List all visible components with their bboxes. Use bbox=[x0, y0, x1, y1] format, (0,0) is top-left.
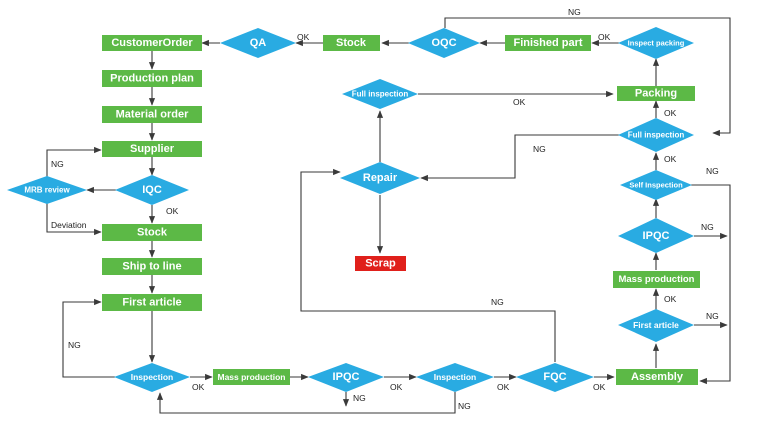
label-ok-full-inspection-right: OK bbox=[664, 108, 677, 118]
ipqc-bottom-label: IPQC bbox=[333, 371, 360, 383]
assembly-box bbox=[616, 369, 698, 385]
supplier-label: Supplier bbox=[130, 143, 175, 155]
inspection-bottom-label: Inspection bbox=[434, 372, 477, 382]
label-ok-self-inspection: OK bbox=[664, 154, 677, 164]
inspect-packing-label: Inspect packing bbox=[628, 39, 685, 48]
label-ng-fqc: NG bbox=[491, 297, 504, 307]
arrow-inspection-ng-return bbox=[156, 392, 456, 414]
iqc-label: IQC bbox=[142, 184, 162, 196]
first-article-left-label: First article bbox=[122, 297, 181, 309]
material-order-box bbox=[102, 106, 202, 123]
label-ok-inspect-packing: OK bbox=[598, 32, 611, 42]
self-inspection-label: Self Inspection bbox=[629, 181, 683, 190]
fqc-diamond bbox=[516, 363, 594, 392]
inspection-left-diamond bbox=[114, 363, 190, 392]
iqc-diamond bbox=[115, 175, 189, 205]
ship-to-line-box bbox=[102, 258, 202, 275]
label-ng-full-inspection: NG bbox=[533, 144, 546, 154]
label-ok-iqc: OK bbox=[166, 206, 179, 216]
customer-order-label: CustomerOrder bbox=[111, 37, 193, 49]
arrow-mrb-deviation-to-stock bbox=[46, 203, 102, 236]
label-ng-mrb: NG bbox=[51, 159, 64, 169]
fqc-label: FQC bbox=[543, 371, 566, 383]
flow-nodes: CustomerOrder QA Stock OQC Finished part… bbox=[7, 27, 700, 392]
label-ok-inspection-bottom: OK bbox=[497, 382, 510, 392]
finished-part-label: Finished part bbox=[513, 37, 582, 49]
first-article-left-box bbox=[102, 294, 202, 311]
label-ng-first-article-right: NG bbox=[706, 311, 719, 321]
full-inspection-right-diamond bbox=[618, 118, 694, 152]
arrow-inspection-ng-loop bbox=[62, 298, 115, 378]
stock-in-label: Stock bbox=[137, 227, 168, 239]
oqc-diamond bbox=[408, 28, 480, 58]
oqc-label: OQC bbox=[431, 37, 456, 49]
ipqc-right-label: IPQC bbox=[643, 230, 670, 242]
full-inspection-left-label: Full inspection bbox=[352, 90, 409, 99]
qa-diamond bbox=[220, 28, 296, 58]
production-plan-label: Production plan bbox=[110, 73, 194, 85]
repair-diamond bbox=[340, 162, 420, 194]
label-ok-first-article-right: OK bbox=[664, 294, 677, 304]
ship-to-line-label: Ship to line bbox=[122, 261, 181, 273]
customer-order-box bbox=[102, 35, 202, 51]
scrap-box bbox=[355, 256, 406, 271]
label-ng-self-inspection: NG bbox=[706, 166, 719, 176]
mass-production-bottom-label: Mass production bbox=[217, 372, 285, 382]
label-ok-fqc: OK bbox=[593, 382, 606, 392]
qa-label: QA bbox=[250, 37, 267, 49]
arrow-self-inspection-ng-to-assembly bbox=[690, 184, 731, 385]
label-ok-full-inspection-left: OK bbox=[513, 97, 526, 107]
mrb-review-label: MRB review bbox=[24, 186, 70, 195]
mass-production-right-label: Mass production bbox=[618, 274, 694, 285]
edge-labels: OK OK NG OK OK NG OK NG NG OK NG NG Devi… bbox=[51, 7, 719, 411]
material-order-label: Material order bbox=[116, 109, 189, 121]
first-article-right-label: First article bbox=[633, 320, 679, 330]
inspection-left-label: Inspection bbox=[131, 372, 174, 382]
packing-box bbox=[617, 86, 695, 101]
repair-label: Repair bbox=[363, 172, 398, 184]
inspection-bottom-diamond bbox=[416, 363, 494, 392]
assembly-label: Assembly bbox=[631, 371, 684, 383]
packing-label: Packing bbox=[635, 88, 677, 100]
ipqc-right-diamond bbox=[618, 218, 694, 253]
scrap-label: Scrap bbox=[365, 258, 396, 270]
label-deviation: Deviation bbox=[51, 220, 87, 230]
inspect-packing-diamond bbox=[618, 27, 694, 59]
arrow-fqc-ng-to-repair bbox=[300, 168, 556, 362]
label-ng-ipqc-right: NG bbox=[701, 222, 714, 232]
label-ok-qa: OK bbox=[297, 32, 310, 42]
supplier-box bbox=[102, 141, 202, 157]
full-inspection-left-diamond bbox=[342, 79, 418, 109]
stock-in-box bbox=[102, 224, 202, 241]
mass-production-bottom-box bbox=[213, 369, 290, 385]
stock-out-label: Stock bbox=[336, 37, 367, 49]
connector-lines bbox=[46, 17, 731, 414]
label-ng-ipqc-bottom: NG bbox=[353, 393, 366, 403]
label-ng-oqc: NG bbox=[568, 7, 581, 17]
first-article-right-diamond bbox=[618, 309, 694, 342]
full-inspection-right-label: Full inspection bbox=[628, 131, 685, 140]
finished-part-box bbox=[505, 35, 591, 51]
mass-production-right-box bbox=[613, 271, 700, 288]
stock-out-box bbox=[323, 35, 380, 51]
arrow-mrb-ng-to-supplier bbox=[46, 146, 102, 177]
mrb-review-diamond bbox=[7, 176, 87, 204]
arrow-full-inspection-ng-to-repair bbox=[420, 134, 620, 182]
production-plan-box bbox=[102, 70, 202, 87]
label-ng-inspection-left: NG bbox=[68, 340, 81, 350]
arrow-oqc-ng-loop bbox=[444, 17, 731, 137]
label-ok-inspection-left: OK bbox=[192, 382, 205, 392]
self-inspection-diamond bbox=[620, 170, 692, 200]
ipqc-bottom-diamond bbox=[308, 363, 384, 392]
label-ng-inspection-bottom: NG bbox=[458, 401, 471, 411]
label-ok-ipqc-bottom: OK bbox=[390, 382, 403, 392]
